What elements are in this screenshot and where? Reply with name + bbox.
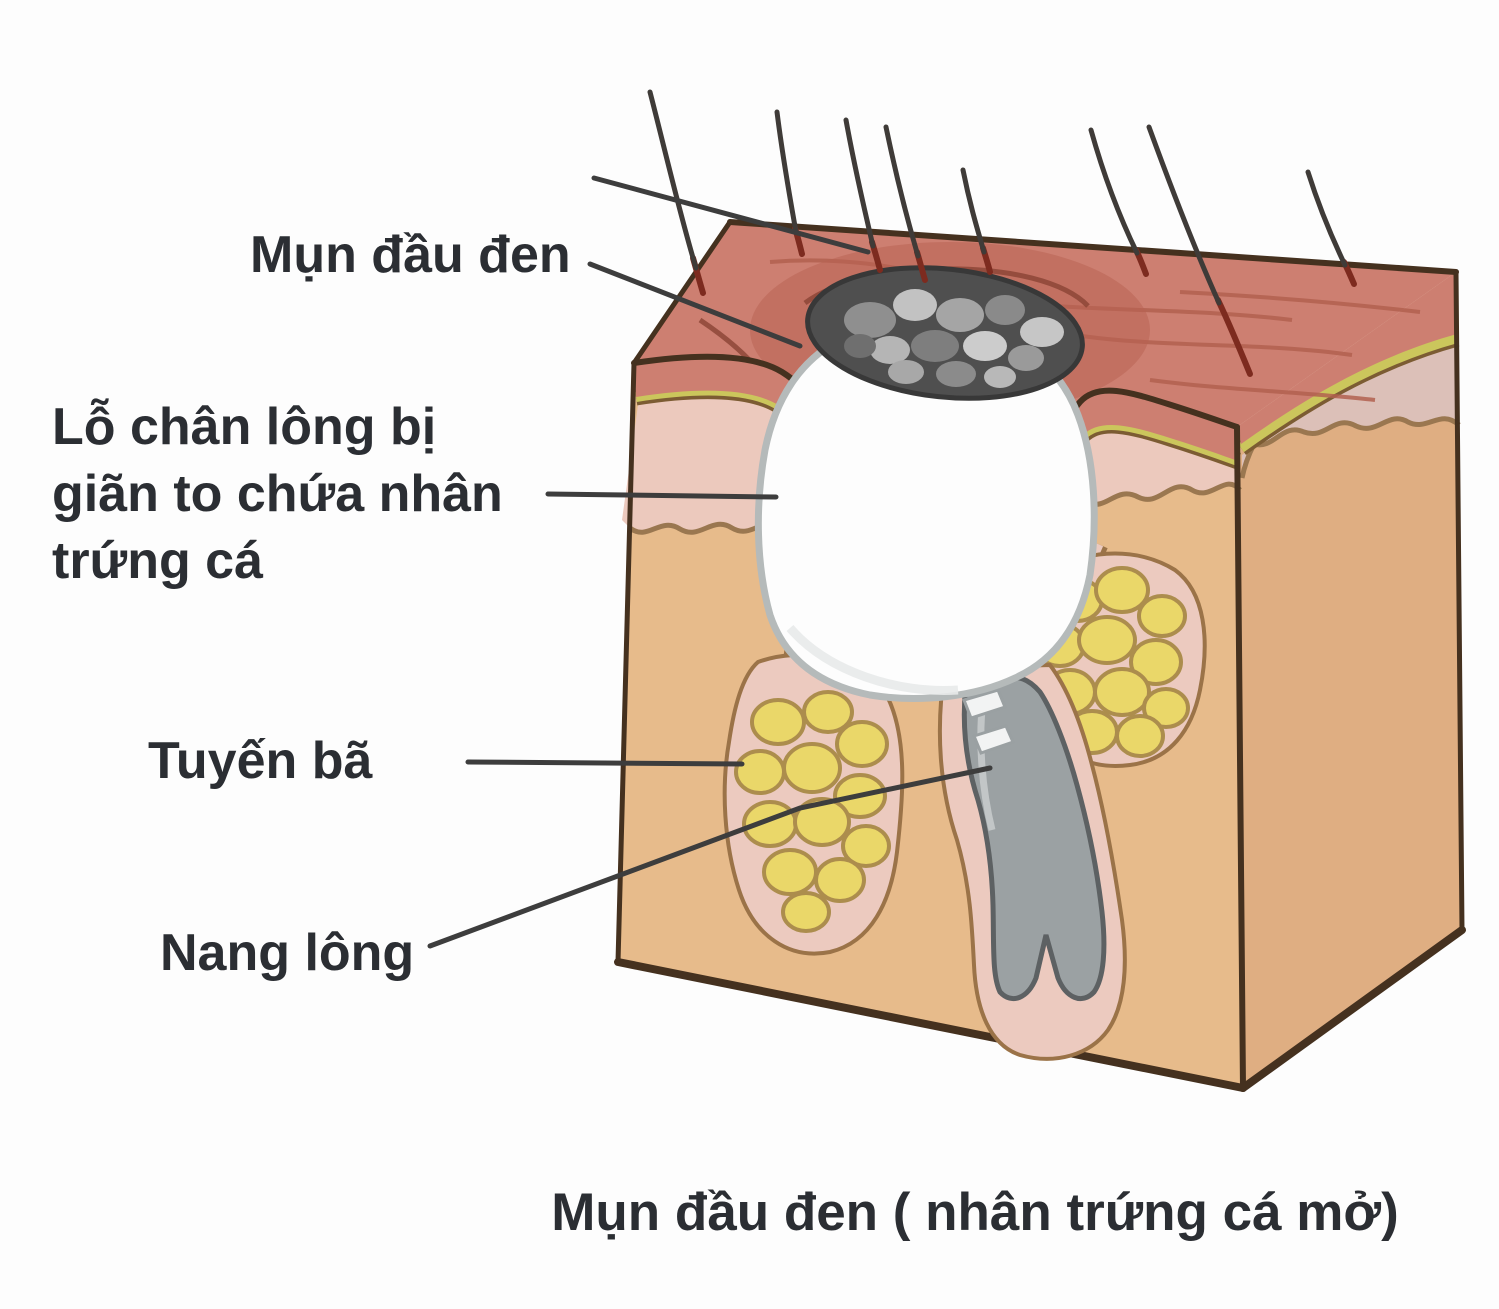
- label-pore-line2: giãn to chứa nhân: [52, 465, 503, 523]
- hair: [1146, 124, 1222, 306]
- hair: [774, 109, 799, 235]
- gland-lobule: [841, 824, 891, 868]
- top-back-edge: [727, 219, 1459, 275]
- hairs: [647, 89, 1357, 377]
- follicle-shaft: [961, 674, 1107, 1002]
- gland-lobule: [1077, 615, 1137, 665]
- gland-lobule: [1142, 687, 1190, 729]
- blackhead-outline: [805, 265, 1085, 401]
- right-face-epidermis: [1237, 272, 1457, 444]
- right-face-basal-layer: [1238, 333, 1459, 453]
- hair: [1305, 169, 1348, 268]
- keratin-flake: [962, 688, 1008, 720]
- gland-lobule: [1129, 638, 1183, 686]
- gland-lobule: [1094, 566, 1150, 614]
- blackhead-texture: [844, 289, 1064, 388]
- gland-lobule: [814, 857, 866, 903]
- label-pore-line1: Lỗ chân lông bị: [52, 398, 436, 456]
- right-face-dermis: [1242, 344, 1459, 478]
- front-bottom-edge: [614, 958, 1247, 1092]
- gland-lobule: [1093, 667, 1151, 717]
- gland-lobule: [835, 720, 889, 768]
- right-face-subcutis: [1237, 272, 1462, 1088]
- hair: [647, 89, 699, 271]
- pore-inner-shading: [786, 625, 959, 695]
- block-outline: [614, 219, 1466, 1092]
- leader-blackhead-lower: [587, 261, 803, 349]
- right-back-edge: [1453, 269, 1465, 933]
- gland-lobule: [1115, 714, 1165, 758]
- figure-caption: Mụn đầu đen ( nhân trứng cá mở): [551, 1183, 1398, 1242]
- top-left-edge: [631, 219, 733, 366]
- block-right-face: [1236, 272, 1462, 1088]
- right-bottom-edge: [1239, 926, 1466, 1092]
- leader-sebaceous: [465, 759, 745, 767]
- label-blackhead: Mụn đầu đen: [250, 226, 571, 284]
- hair: [843, 117, 876, 249]
- leader-lines: [427, 175, 993, 949]
- hair: [960, 167, 987, 255]
- blackhead-plug: [805, 265, 1085, 401]
- hair: [883, 124, 921, 259]
- front-right-corner-edge: [1234, 424, 1246, 1091]
- label-follicle: Nang lông: [160, 924, 414, 982]
- label-pore-line3: trứng cá: [52, 532, 264, 590]
- leader-follicle: [427, 765, 993, 949]
- gland-lobule: [793, 797, 851, 847]
- gland-lobule: [782, 742, 842, 794]
- hair-follicle: [937, 650, 1127, 1061]
- leader-blackhead-upper: [591, 175, 871, 255]
- hair-root: [1215, 297, 1253, 377]
- gland-lobule: [762, 848, 818, 896]
- skin-wrinkle: [1179, 290, 1421, 314]
- gland-lobule: [781, 891, 831, 933]
- gland-lobule: [734, 749, 786, 795]
- gland-lobule: [1137, 594, 1187, 638]
- front-left-edge: [615, 360, 637, 965]
- skin-wrinkle: [1149, 378, 1376, 402]
- gland-lobule: [750, 698, 806, 746]
- keratin-flake: [971, 724, 1016, 755]
- gland-lobule: [802, 690, 854, 734]
- hair: [1088, 127, 1140, 256]
- leader-pore: [545, 491, 779, 500]
- label-sebaceous: Tuyến bã: [148, 732, 373, 790]
